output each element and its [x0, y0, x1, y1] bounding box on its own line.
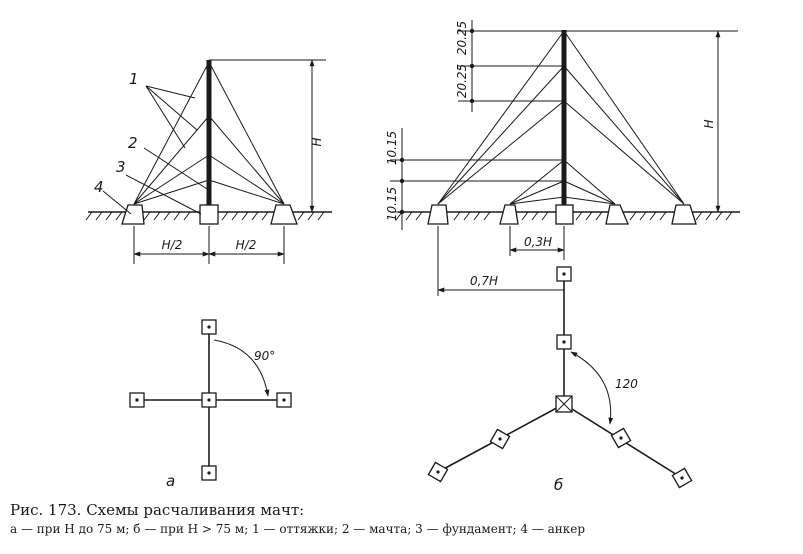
foundation-b — [555, 204, 574, 225]
caption-legend-run: — при — [140, 522, 188, 536]
anchor-left-a — [121, 204, 145, 225]
anchor-outer-right-b — [671, 204, 697, 225]
panel-letter-a: а — [166, 472, 175, 490]
panel-b-elevation: 20.25 20.25 10.15 10.15 H 0,3H 0,7H — [385, 20, 740, 296]
panel-a-plan: 90° а — [129, 319, 292, 490]
ground-hatching-a — [85, 211, 325, 221]
span-right-label-a: H/2 — [236, 238, 257, 252]
caption-legend-run: а — [10, 522, 18, 536]
segment-low-2: 10.15 — [385, 187, 399, 221]
caption-legend: а — при H до 75 м; б — при H > 75 м; 1 —… — [10, 520, 800, 538]
caption-legend-run: — при — [17, 522, 65, 536]
segment-top-1: 20.25 — [455, 21, 469, 55]
foundation-a — [199, 204, 219, 225]
caption-legend-run: — анкер — [528, 522, 586, 536]
caption-legend-run: — оттяжки; — [259, 522, 342, 536]
caption-legend-run: 3 — [415, 522, 423, 536]
plan-angle-a: 90° — [254, 349, 275, 363]
caption-legend-run: б — [133, 522, 141, 536]
caption-legend-run: 4 — [520, 522, 529, 536]
caption-legend-run: H — [187, 522, 199, 536]
anchor-outer-left-b — [427, 204, 449, 225]
anchor-right-a — [270, 204, 298, 225]
span-left-label-a: H/2 — [162, 238, 183, 252]
caption-legend-run: > 75 м; — [198, 522, 253, 536]
plan-angle-b: 120 — [615, 377, 638, 391]
panel-b-plan: 120 б — [427, 266, 693, 494]
height-label-b: H — [702, 119, 716, 128]
anchor-inner-left-b — [499, 204, 519, 225]
inner-span-label-b: 0,3H — [524, 235, 552, 249]
callout-anchor: 4 — [94, 178, 104, 196]
segment-low-1: 10.15 — [385, 131, 399, 165]
callout-foundation: 3 — [116, 158, 126, 176]
callout-mast: 2 — [128, 134, 138, 152]
ground-hatching-b — [395, 211, 733, 221]
caption-legend-run: — мачта; — [349, 522, 416, 536]
panel-a-elevation: 1 2 3 4 H H/2 H/2 — [85, 59, 332, 264]
guy-wires-inner-b — [509, 159, 616, 205]
outer-span-label-b: 0,7H — [470, 274, 498, 288]
caption-legend-run: до 75 м; — [74, 522, 134, 536]
anchor-inner-right-b — [605, 204, 629, 225]
segment-top-2: 20.25 — [455, 64, 469, 98]
guy-wires-a — [133, 61, 285, 205]
caption-title: Рис. 173. Схемы расчаливания мачт: — [10, 501, 305, 519]
figure-caption: Рис. 173. Схемы расчаливания мачт: а — п… — [10, 500, 800, 538]
caption-legend-run: 2 — [341, 522, 350, 536]
panel-letter-b: б — [554, 476, 563, 494]
caption-legend-run: — фундамент; — [422, 522, 521, 536]
caption-legend-run: H — [64, 522, 75, 536]
height-label-a: H — [310, 137, 324, 146]
caption-legend-run: 1 — [252, 522, 260, 536]
callout-guys: 1 — [129, 70, 139, 88]
guy-wires-outer-b — [437, 30, 685, 205]
